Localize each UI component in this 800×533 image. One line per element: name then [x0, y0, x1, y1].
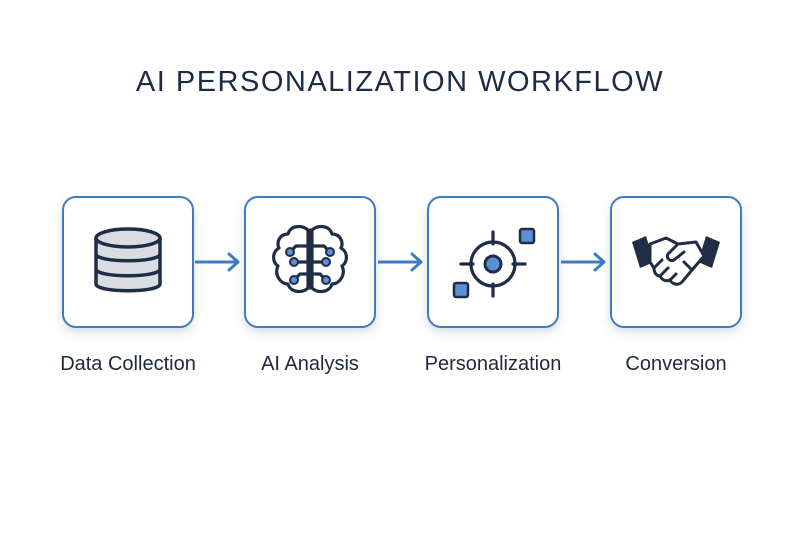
step-node-ai-analysis	[244, 196, 376, 328]
step-node-data-collection	[62, 196, 194, 328]
step-label-personalization: Personalization	[424, 353, 562, 375]
flow-arrow	[378, 252, 423, 272]
flow-arrow	[195, 252, 240, 272]
step-label-data-collection: Data Collection	[60, 353, 196, 375]
handshake-icon	[632, 236, 720, 286]
database-icon	[94, 227, 162, 293]
step-node-personalization	[427, 196, 559, 328]
brain-circuit-icon	[272, 224, 348, 294]
target-icon	[452, 227, 536, 299]
diagram-title: AI PERSONALIZATION WORKFLOW	[135, 66, 665, 98]
flow-arrow	[561, 252, 606, 272]
step-label-ai-analysis: AI Analysis	[261, 353, 359, 375]
step-node-conversion	[610, 196, 742, 328]
step-label-conversion: Conversion	[625, 353, 727, 375]
